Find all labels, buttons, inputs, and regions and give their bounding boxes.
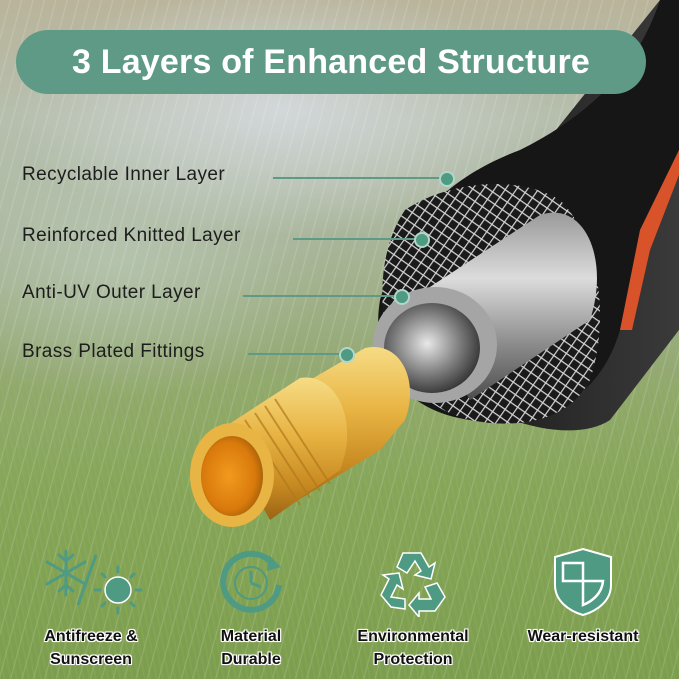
callout-brass-plated-fittings: Brass Plated Fittings <box>22 341 205 362</box>
feature-wear-resistant: Wear-resistant <box>508 545 658 648</box>
marker-dot <box>394 289 410 305</box>
shield-icon <box>554 547 612 617</box>
feature-label: Durable <box>221 651 281 668</box>
title-banner: 3 Layers of Enhanced Structure <box>16 30 646 94</box>
leader-line <box>273 177 443 179</box>
callout-recyclable-inner-layer: Recyclable Inner Layer <box>22 164 226 185</box>
callout-reinforced-knitted-layer: Reinforced Knitted Layer <box>22 225 241 246</box>
feature-environmental-protection: Environmental Protection <box>338 545 488 671</box>
feature-material-durable: Material Durable <box>176 545 326 671</box>
feature-label: Wear-resistant <box>527 628 639 645</box>
feature-label: Sunscreen <box>50 651 132 668</box>
callout-anti-uv-outer-layer: Anti-UV Outer Layer <box>22 282 201 303</box>
page-title: 3 Layers of Enhanced Structure <box>71 42 591 81</box>
leader-line <box>293 238 419 240</box>
feature-antifreeze-sunscreen: Antifreeze & Sunscreen <box>16 545 166 671</box>
recycle-icon <box>380 552 446 617</box>
feature-label: Antifreeze & <box>44 628 138 645</box>
marker-dot <box>339 347 355 363</box>
clock-cycle-icon <box>220 550 282 613</box>
leader-line <box>248 353 343 355</box>
snowflake-sun-icon <box>45 549 143 615</box>
leader-line <box>243 295 398 297</box>
marker-dot <box>439 171 455 187</box>
feature-label: Environmental <box>357 628 469 645</box>
feature-label: Material <box>220 628 282 645</box>
marker-dot <box>414 232 430 248</box>
feature-label: Protection <box>373 651 453 668</box>
